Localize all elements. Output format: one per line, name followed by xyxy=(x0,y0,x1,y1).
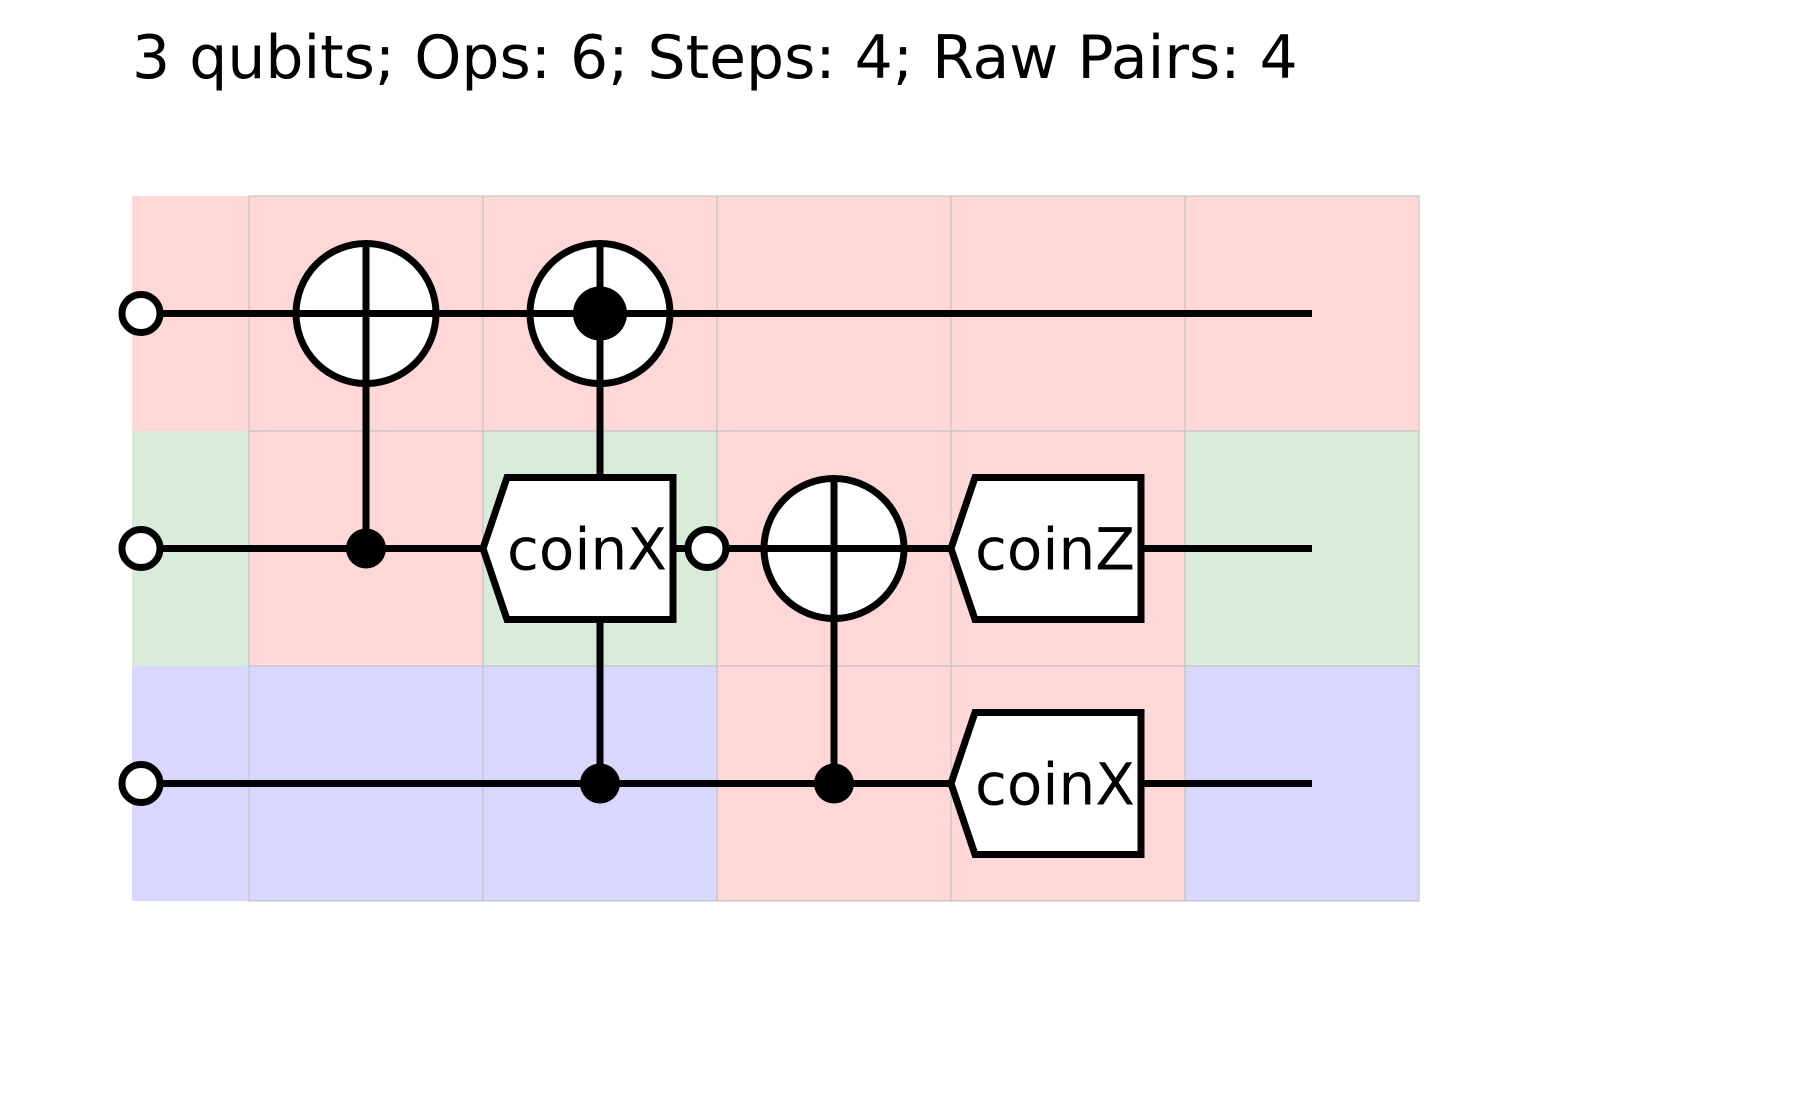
open-control-dot xyxy=(684,526,730,571)
coin-gate-label: coinZ xyxy=(975,516,1135,584)
control-dot xyxy=(573,286,627,341)
gate-layer: coinX coinZ coinX xyxy=(292,240,1145,858)
control-dot xyxy=(580,763,620,804)
control-dot xyxy=(814,763,854,804)
coin-gate-label: coinX xyxy=(507,516,667,584)
coin-gate-box xyxy=(947,709,1145,858)
coin-gate-box xyxy=(479,474,677,623)
coin-gate-label: coinX xyxy=(975,751,1135,819)
control-dot xyxy=(346,528,386,569)
qubit-start-marker xyxy=(118,761,164,806)
diagram-title: 3 qubits; Ops: 6; Steps: 4; Raw Pairs: 4 xyxy=(132,23,1298,93)
qubit-start-marker xyxy=(118,291,164,336)
qubit-start-marker xyxy=(118,526,164,571)
coin-gate-box xyxy=(947,474,1145,623)
